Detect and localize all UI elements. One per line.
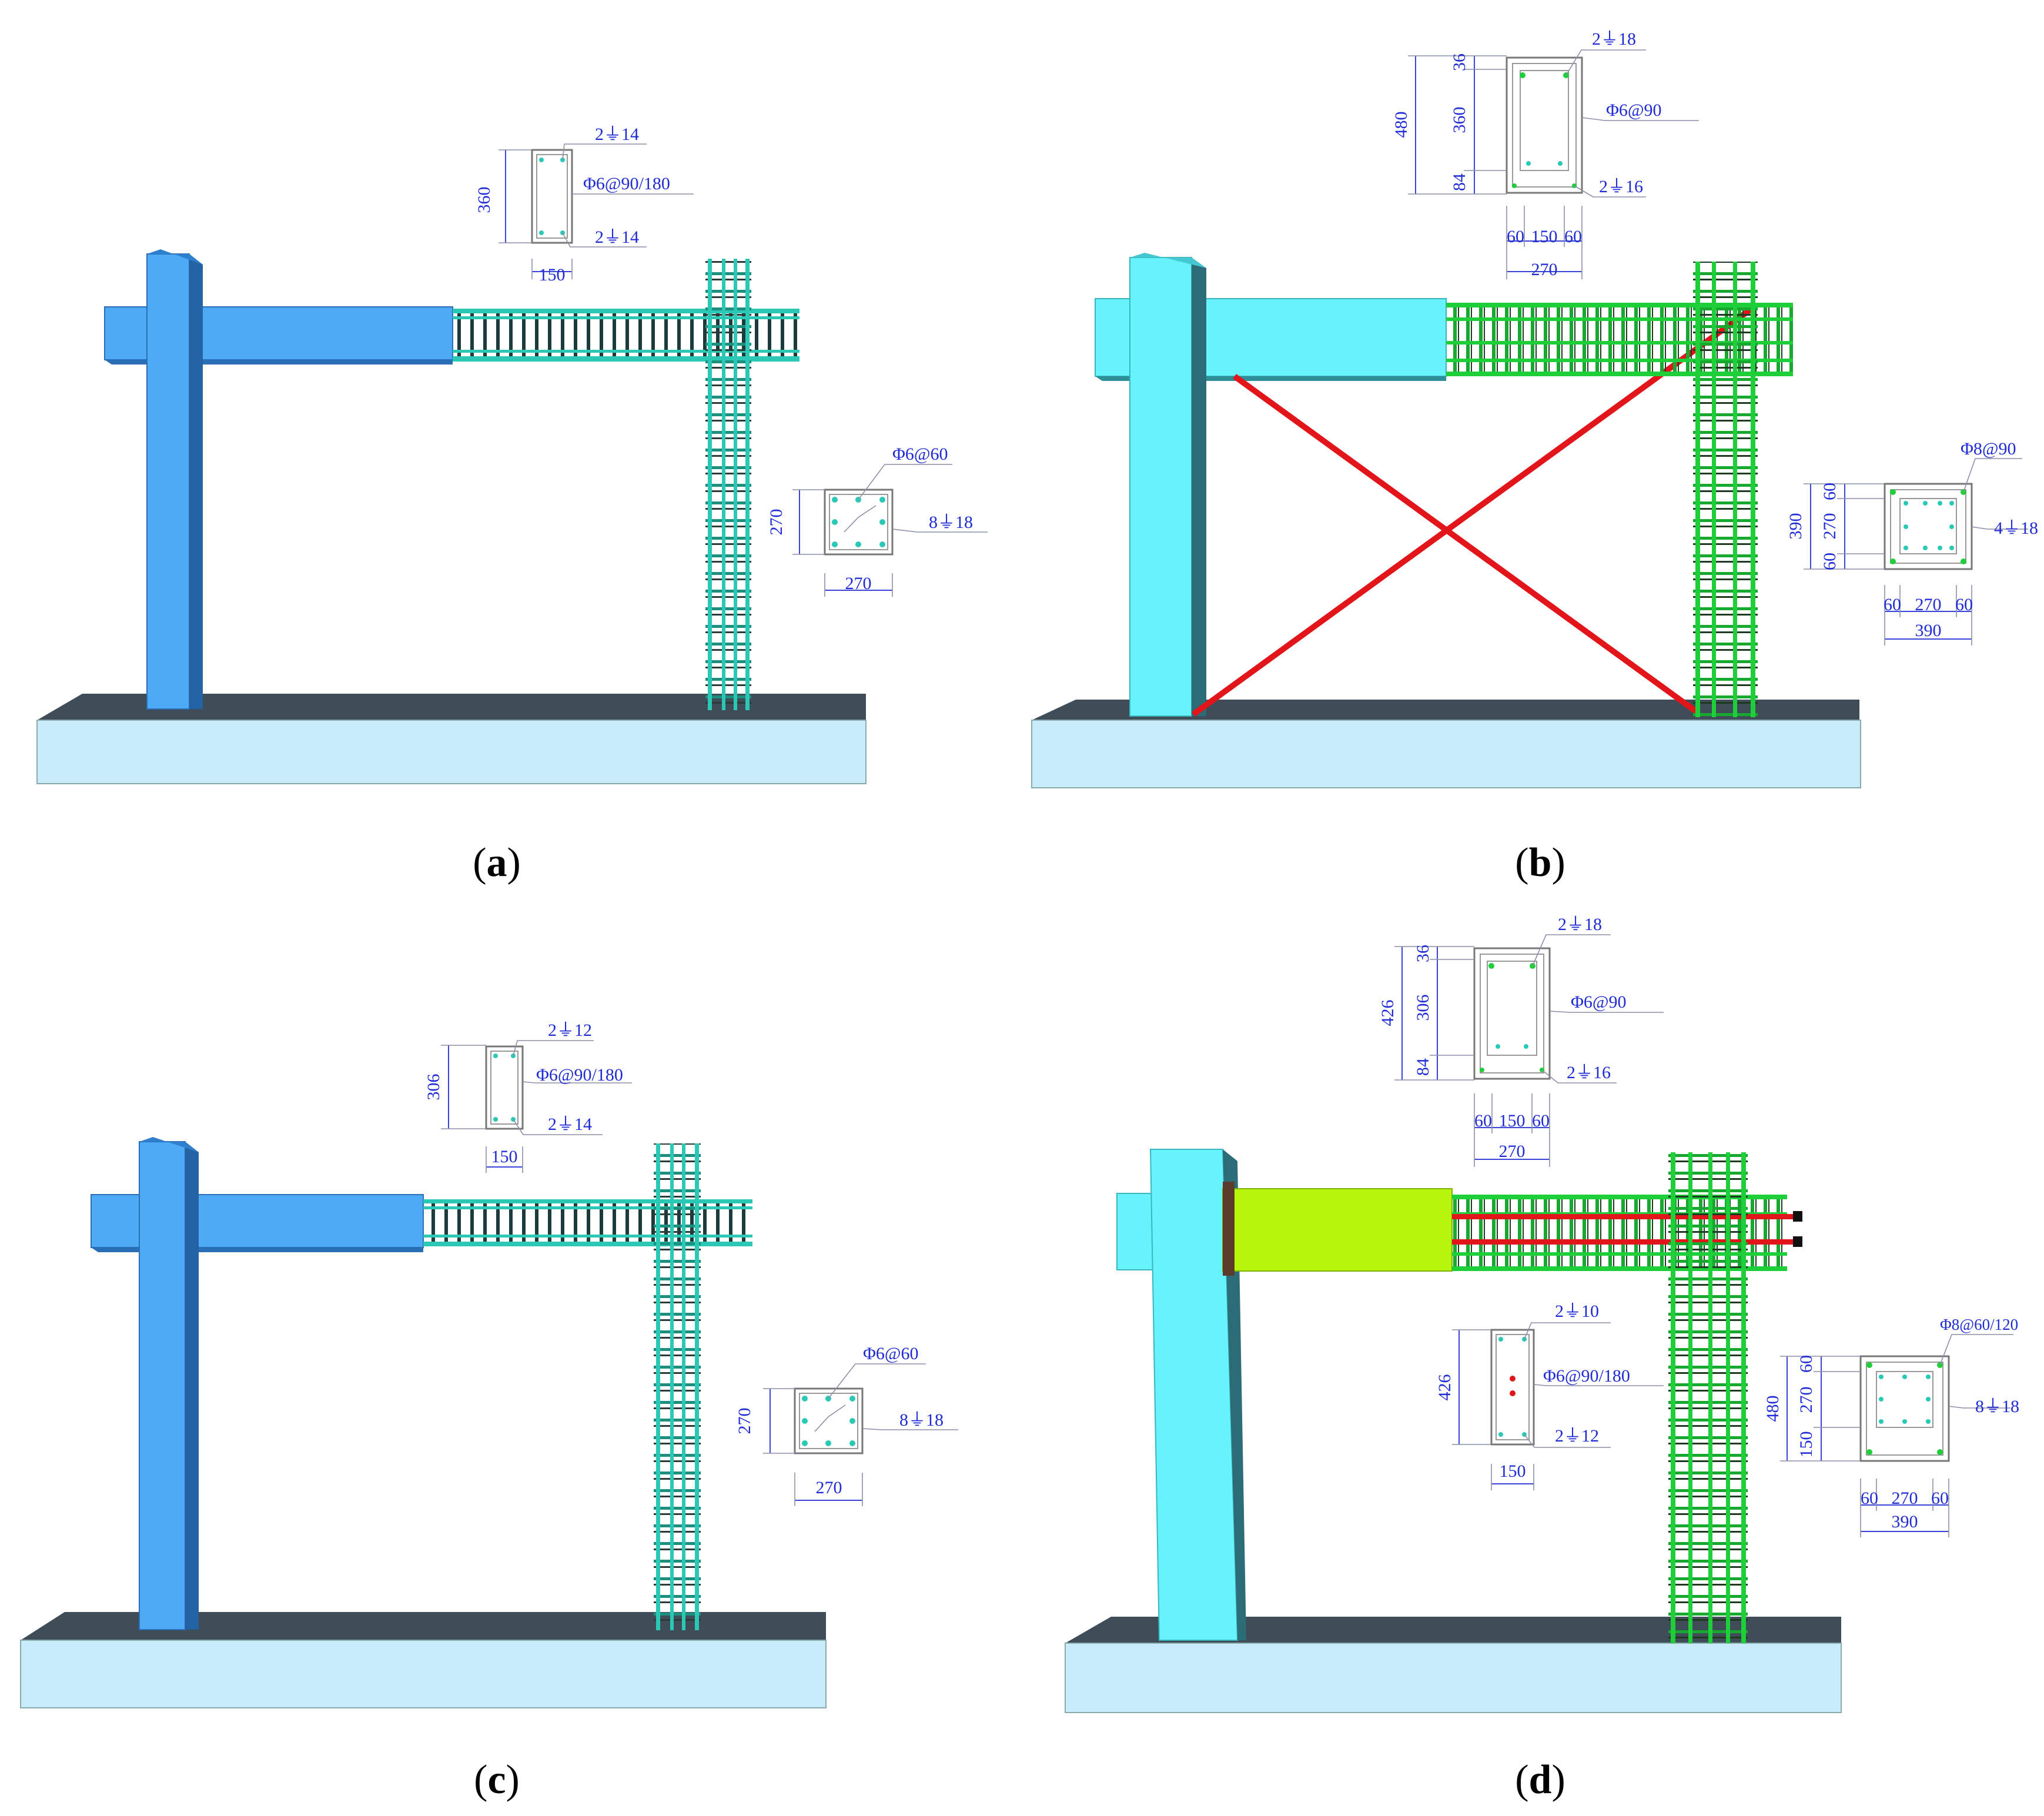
beam-width-label: 150 xyxy=(539,265,566,285)
beam-bottom-bars-label: 2⏚16 xyxy=(1599,177,1643,196)
beam-stirrup-label: Φ6@90 xyxy=(1606,101,1662,120)
beam-width-core-label: 150 xyxy=(1499,1111,1526,1131)
column-width-core-label: 270 xyxy=(1892,1489,1918,1508)
column-width-right-label: 60 xyxy=(1931,1489,1949,1508)
beam-width-total-label: 270 xyxy=(1499,1142,1526,1161)
column-section-detail: 390 60 270 60 60 270 60 390 Φ8@90 4⏚18 xyxy=(1786,439,2038,646)
retrofit-jacket xyxy=(1222,1182,1453,1276)
column-rebar-cage xyxy=(654,1143,701,1630)
foundation-slab xyxy=(1031,700,1861,788)
beam-height-label: 306 xyxy=(424,1074,443,1101)
beam-bottom-cover-label: 84 xyxy=(1413,1058,1433,1076)
column-width-total-label: 390 xyxy=(1915,621,1942,640)
column-width-label: 270 xyxy=(816,1478,842,1497)
concrete-column xyxy=(146,249,203,710)
column-width-right-label: 60 xyxy=(1955,595,1973,614)
column-width-label: 270 xyxy=(845,574,872,593)
caption-d: (d) xyxy=(1515,1757,1565,1802)
beam-top-cover-label: 36 xyxy=(1413,945,1433,962)
beam-top-cover-label: 36 xyxy=(1450,53,1469,71)
beam-top-bars-label: 2⏚18 xyxy=(1592,29,1636,49)
column-stirrup-label: Φ6@60 xyxy=(863,1344,919,1363)
beam-stirrup-label: Φ6@90 xyxy=(1571,992,1627,1012)
beam2-width-label: 150 xyxy=(1500,1462,1526,1481)
column-width-left-label: 60 xyxy=(1861,1489,1878,1508)
column-rebar-cage xyxy=(1693,262,1758,717)
beam-rebar-cage xyxy=(423,1199,752,1246)
beam-section-detail: 480 36 360 84 60 150 60 270 2⏚18 Φ6@90 2… xyxy=(1391,29,1699,279)
column-rebar-cage xyxy=(705,259,751,710)
column-section-detail: 270 270 Φ6@60 8⏚18 xyxy=(735,1344,958,1506)
prestress-tendons xyxy=(1452,1211,1802,1247)
column-core-label: 270 xyxy=(1797,1387,1816,1413)
beam-section-detail: 306 150 2⏚12 Φ6@90/180 2⏚14 xyxy=(424,1021,632,1173)
beam2-stirrup-label: Φ6@90/180 xyxy=(1543,1366,1630,1386)
beam-bottom-bars-label: 2⏚16 xyxy=(1567,1063,1611,1082)
beam-width-right-label: 60 xyxy=(1532,1111,1550,1131)
beam-total-height-label: 480 xyxy=(1391,112,1411,138)
column-stirrup-label: Φ8@60/120 xyxy=(1940,1316,2018,1333)
caption-a: (a) xyxy=(473,840,521,885)
column-bars-label: 8⏚18 xyxy=(899,1410,944,1430)
panel-b: 480 36 360 84 60 150 60 270 2⏚18 Φ6@90 2… xyxy=(1031,29,2038,885)
beam-bottom-bars-label: 2⏚14 xyxy=(595,228,639,247)
beam2-bottom-bars-label: 2⏚12 xyxy=(1555,1426,1599,1446)
concrete-column xyxy=(139,1137,199,1630)
beam2-height-label: 426 xyxy=(1435,1374,1454,1401)
column-width-left-label: 60 xyxy=(1884,595,1901,614)
beam-section-detail: 360 150 2⏚14 Φ6@90/180 2⏚14 xyxy=(474,125,694,285)
beam-top-bars-label: 2⏚12 xyxy=(548,1021,592,1040)
column-bars-label: 4⏚18 xyxy=(1994,519,2038,538)
beam2-top-bars-label: 2⏚10 xyxy=(1555,1302,1599,1321)
beam-top-bars-label: 2⏚14 xyxy=(595,125,639,144)
column-bottom-cover-label: 150 xyxy=(1797,1432,1816,1458)
column-top-cover-label: 60 xyxy=(1797,1355,1816,1373)
column-side-label: 270 xyxy=(735,1408,754,1434)
column-section-detail: 480 60 270 150 60 270 60 390 Φ8@60/120 8… xyxy=(1763,1316,2019,1537)
beam-total-height-label: 426 xyxy=(1378,1000,1397,1026)
concrete-column xyxy=(1129,253,1206,717)
beam-bottom-bars-label: 2⏚14 xyxy=(548,1115,592,1134)
column-bars-label: 8⏚18 xyxy=(1975,1397,2019,1416)
beam-width-core-label: 150 xyxy=(1531,227,1558,246)
panel-d: 426 36 306 84 60 150 60 270 2⏚18 Φ6@90 2… xyxy=(1065,915,2019,1802)
column-side-label: 270 xyxy=(767,509,786,536)
column-section-detail: 270 270 Φ6@60 8⏚18 xyxy=(767,444,988,597)
beam-width-left-label: 60 xyxy=(1474,1111,1492,1131)
panel-a: 360 150 2⏚14 Φ6@90/180 2⏚14 270 270 Φ6@6… xyxy=(36,125,988,885)
beam-width-right-label: 60 xyxy=(1564,227,1582,246)
column-bottom-cover-label: 60 xyxy=(1820,553,1839,570)
beam-width-label: 150 xyxy=(491,1147,518,1166)
beam-stirrup-label: Φ6@90/180 xyxy=(583,174,670,193)
panel-c: 306 150 2⏚12 Φ6@90/180 2⏚14 270 270 Φ6@6… xyxy=(20,1021,958,1802)
beam-top-bars-label: 2⏚18 xyxy=(1558,915,1602,934)
beam-width-left-label: 60 xyxy=(1507,227,1524,246)
column-stirrup-label: Φ8@90 xyxy=(1961,439,2016,459)
caption-c: (c) xyxy=(474,1757,520,1802)
foundation-slab xyxy=(20,1612,827,1708)
column-width-total-label: 390 xyxy=(1892,1512,1918,1531)
foundation-slab xyxy=(1065,1617,1842,1713)
beam-stirrup-label: Φ6@90/180 xyxy=(536,1065,623,1085)
column-width-core-label: 270 xyxy=(1915,595,1942,614)
beam-width-total-label: 270 xyxy=(1531,260,1558,279)
beam-core-height-label: 360 xyxy=(1450,107,1469,133)
column-top-cover-label: 60 xyxy=(1820,483,1839,500)
beam-section-detail: 426 36 306 84 60 150 60 270 2⏚18 Φ6@90 2… xyxy=(1378,915,1664,1167)
beam-bottom-cover-label: 84 xyxy=(1450,173,1469,191)
beam-core-height-label: 306 xyxy=(1413,995,1433,1021)
column-core-label: 270 xyxy=(1820,513,1839,540)
column-total-label: 480 xyxy=(1763,1396,1782,1422)
beam-section-detail-2: 426 150 2⏚10 Φ6@90/180 2⏚12 xyxy=(1435,1302,1664,1490)
column-rebar-cage xyxy=(1668,1152,1748,1643)
caption-b: (b) xyxy=(1515,840,1565,885)
column-total-label: 390 xyxy=(1786,513,1805,540)
column-bars-label: 8⏚18 xyxy=(929,513,973,532)
foundation-slab xyxy=(36,694,867,784)
beam-height-label: 360 xyxy=(474,187,494,213)
column-stirrup-label: Φ6@60 xyxy=(892,444,948,464)
